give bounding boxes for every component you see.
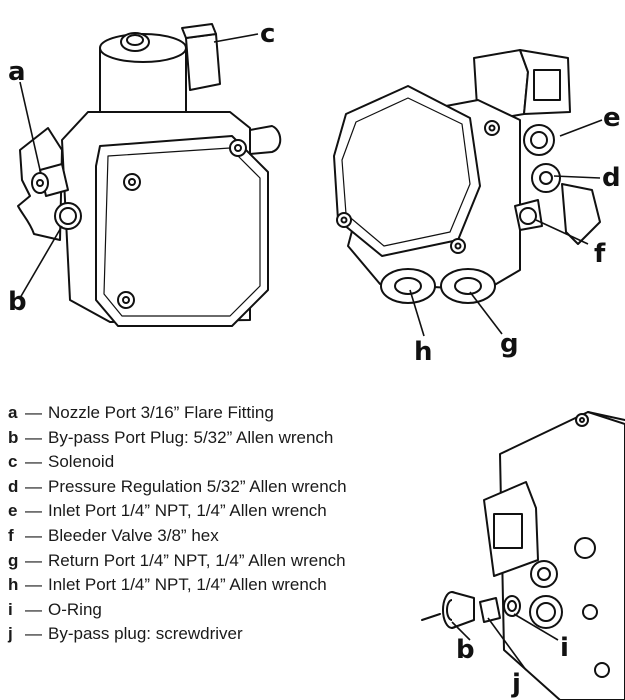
- legend-item: j — By-pass plug: screwdriver: [8, 622, 347, 647]
- legend-item: g — Return Port 1/4” NPT, 1/4” Allen wrenc…: [8, 549, 347, 574]
- callout-i: i: [560, 633, 569, 663]
- left-pump-illustration: [17, 23, 282, 327]
- legend-item: b — By-pass Port Plug: 5/32” Allen wrench: [8, 426, 347, 451]
- callout-a: a: [8, 57, 26, 87]
- callout-f: f: [594, 239, 606, 269]
- legend-key: f: [8, 525, 14, 545]
- callout-b: b: [8, 287, 27, 317]
- legend-item: h — Inlet Port 1/4” NPT, 1/4” Allen wrench: [8, 573, 347, 598]
- bypass-detail-illustration: [421, 411, 625, 700]
- legend-dash: —: [25, 599, 42, 619]
- legend-key: a: [8, 403, 18, 422]
- legend-text: Nozzle Port 3/16” Flare Fitting: [48, 403, 274, 422]
- legend-text: By-pass plug: screwdriver: [48, 624, 243, 644]
- legend-text: Solenoid: [48, 452, 115, 472]
- legend-key: j: [8, 624, 13, 644]
- callout-d: d: [602, 163, 621, 193]
- legend-dash: —: [25, 403, 42, 422]
- legend-text: O-Ring: [48, 599, 102, 619]
- legend-item: i — O-Ring: [8, 598, 347, 623]
- callout-c: c: [260, 19, 275, 49]
- legend-key: h: [8, 575, 19, 595]
- legend-text: Return Port 1/4” NPT, 1/4” Allen wrench: [48, 550, 346, 570]
- legend-dash: —: [25, 624, 42, 644]
- callout-b-detail: b: [456, 635, 475, 665]
- leader-lines: [19, 33, 603, 671]
- legend-text: By-pass Port Plug: 5/32” Allen wrench: [48, 427, 334, 447]
- legend-text: Inlet Port 1/4” NPT, 1/4” Allen wrench: [48, 575, 327, 595]
- legend-dash: —: [25, 427, 42, 447]
- legend-item: d — Pressure Regulation 5/32” Allen wrench: [8, 475, 347, 500]
- callout-e: e: [603, 103, 621, 133]
- legend-dash: —: [25, 476, 42, 496]
- callout-h: h: [414, 337, 433, 367]
- right-pump-illustration: [333, 49, 601, 304]
- legend-key: b: [8, 427, 19, 447]
- legend-dash: —: [25, 501, 42, 521]
- legend-item: a — Nozzle Port 3/16” Flare Fitting: [8, 401, 347, 426]
- legend-item: e — Inlet Port 1/4” NPT, 1/4” Allen wrench: [8, 499, 347, 524]
- legend-key: e: [8, 501, 18, 521]
- legend-key: i: [8, 599, 13, 619]
- legend-item: c — Solenoid: [8, 450, 347, 475]
- legend-item: f — Bleeder Valve 3/8” hex: [8, 524, 347, 549]
- callout-g: g: [500, 329, 519, 359]
- legend-key: c: [8, 452, 18, 472]
- callout-j: j: [511, 669, 521, 699]
- legend-dash: —: [25, 575, 42, 595]
- legend-key: d: [8, 476, 19, 496]
- legend-dash: —: [25, 525, 42, 545]
- parts-legend: a — Nozzle Port 3/16” Flare Fitting b — By-pa…: [8, 401, 347, 647]
- legend-dash: —: [25, 550, 42, 570]
- legend-key: g: [8, 550, 19, 570]
- legend-text: Inlet Port 1/4” NPT, 1/4” Allen wrench: [48, 501, 327, 521]
- legend-dash: —: [25, 452, 42, 472]
- legend-text: Bleeder Valve 3/8” hex: [48, 525, 219, 545]
- legend-text: Pressure Regulation 5/32” Allen wrench: [48, 476, 347, 496]
